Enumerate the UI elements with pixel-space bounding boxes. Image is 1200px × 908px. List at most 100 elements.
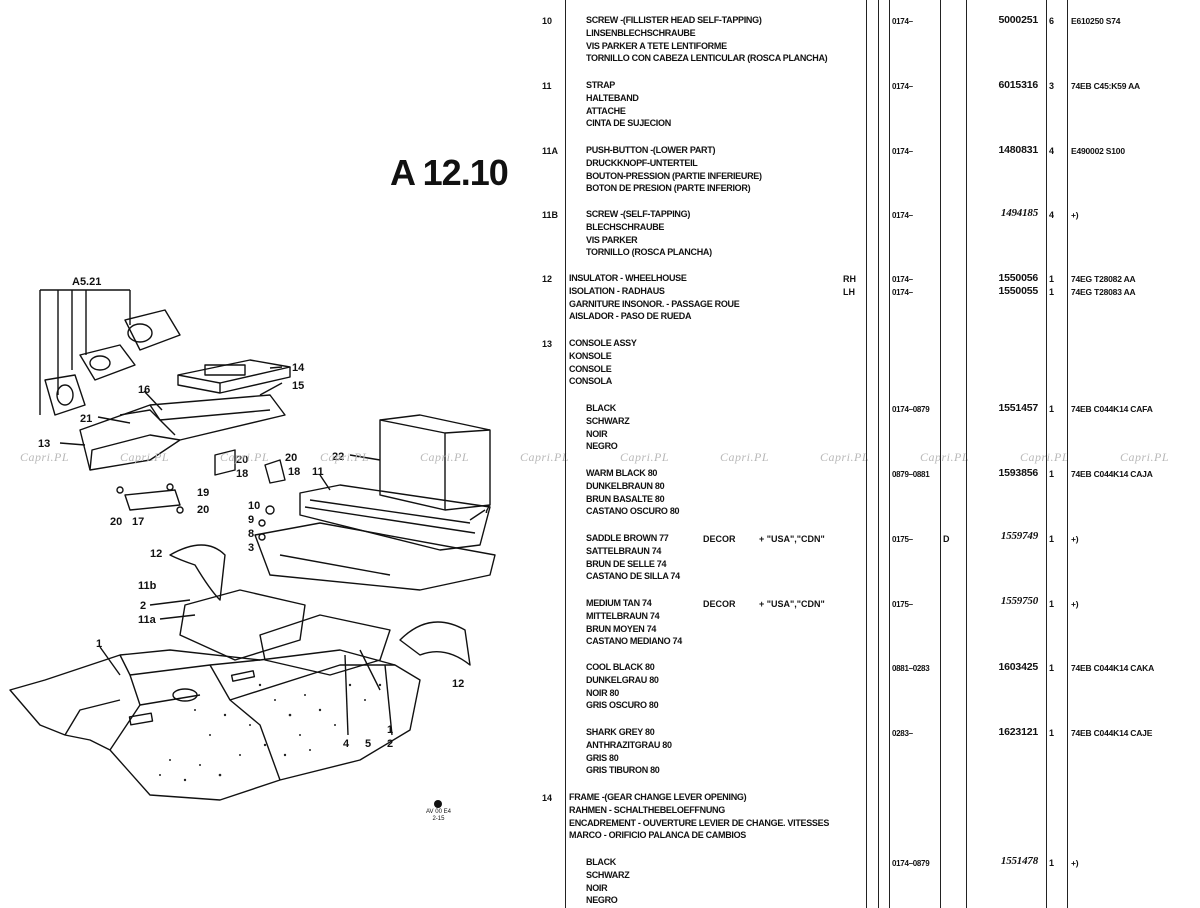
- desc-line: SATTELBRAUN 74: [586, 545, 662, 556]
- desc-line: STRAP: [586, 80, 616, 90]
- desc-line: AISLADOR - PASO DE RUEDA: [569, 311, 692, 322]
- callout-16: 16: [138, 384, 150, 396]
- entry-qty: 1: [1049, 287, 1055, 297]
- entry-year: 0174–0879: [892, 405, 930, 414]
- entry-decor: DECOR: [703, 599, 736, 609]
- entry-qty: 1: [1049, 599, 1055, 609]
- entry-year: 0174–: [892, 147, 913, 156]
- desc-line: DUNKELBRAUN 80: [586, 480, 665, 491]
- callout-2a: 2: [140, 600, 146, 612]
- callout-a5-21: A5.21: [72, 276, 101, 288]
- entry-flag: D: [943, 534, 950, 544]
- entry-year: 0174–: [892, 275, 913, 284]
- desc-line: CASTANO MEDIANO 74: [586, 636, 682, 647]
- entry-year: 0283–: [892, 729, 913, 738]
- entry-code: E610250 S74: [1071, 16, 1121, 26]
- desc-line: GRIS OSCURO 80: [586, 700, 659, 711]
- desc-line: VIS PARKER A TETE LENTIFORME: [586, 40, 727, 51]
- desc-line: GRIS TIBURON 80: [586, 765, 660, 776]
- desc-line: KONSOLE: [569, 350, 612, 361]
- desc-line: BRUN MOYEN 74: [586, 623, 657, 634]
- desc-line: PUSH-BUTTON -(LOWER PART): [586, 145, 716, 155]
- desc-line: CASTANO OSCURO 80: [586, 506, 680, 517]
- desc-line: WARM BLACK 80: [586, 468, 658, 478]
- desc-line: MEDIUM TAN 74: [586, 598, 652, 608]
- entry-market: + "USA","CDN": [759, 534, 825, 544]
- entry-description: PUSH-BUTTON -(LOWER PART)DRUCKKNOPF-UNTE…: [586, 144, 762, 195]
- callout-7: 7: [484, 504, 490, 516]
- desc-line: VIS PARKER: [586, 234, 638, 245]
- desc-line: SCREW -(SELF-TAPPING): [586, 209, 691, 219]
- diagram-footer-line2: 2-15: [432, 816, 445, 822]
- desc-line: INSULATOR - WHEELHOUSE: [569, 273, 687, 283]
- desc-line: NOIR: [586, 428, 608, 439]
- diagram-footer-line1: AV 00 E4: [426, 809, 451, 815]
- entry-qty: 3: [1049, 81, 1055, 91]
- callout-8: 8: [248, 528, 254, 540]
- desc-line: BOUTON-PRESSION (PARTIE INFERIEURE): [586, 170, 762, 181]
- entry-code: 74EB C044K14 CAJE: [1071, 728, 1153, 738]
- entry-year: 0174–0879: [892, 859, 930, 868]
- entry-code: +): [1071, 858, 1079, 868]
- entry-year: 0174–: [892, 17, 913, 26]
- desc-line: CINTA DE SUJECION: [586, 118, 671, 129]
- entry-part-number: 1559749: [1000, 530, 1038, 542]
- callout-20d: 20: [197, 504, 209, 516]
- entry-qty: 1: [1049, 534, 1055, 544]
- entry-year: 0174–: [892, 82, 913, 91]
- entry-position: 11: [542, 81, 552, 91]
- callout-20a: 20: [236, 454, 248, 466]
- entry-description: SCREW -(FILLISTER HEAD SELF-TAPPING) LINS…: [586, 14, 828, 65]
- column-rule: [1046, 0, 1047, 908]
- entry-code: E490002 S100: [1071, 146, 1125, 156]
- entry-decor: DECOR: [703, 534, 736, 544]
- entry-side-lh: LH: [843, 287, 855, 297]
- entry-part-number: 1623121: [998, 726, 1039, 738]
- desc-line: SCREW -(FILLISTER HEAD SELF-TAPPING): [586, 15, 762, 25]
- entry-qty: 1: [1049, 728, 1055, 738]
- desc-line: LINSENBLECHSCHRAUBE: [586, 27, 696, 38]
- column-rule: [1067, 0, 1068, 908]
- desc-line: CONSOLA: [569, 376, 612, 387]
- callout-4: 4: [343, 738, 350, 750]
- entry-qty: 6: [1049, 16, 1055, 26]
- column-rule: [889, 0, 890, 908]
- desc-line: TORNILLO (ROSCA PLANCHA): [586, 247, 712, 258]
- desc-line: BLACK: [586, 403, 616, 413]
- entry-position: 10: [542, 16, 553, 26]
- callout-19: 19: [197, 487, 209, 499]
- entry-part-number: 1550056: [998, 272, 1039, 284]
- desc-line: NEGRO: [586, 895, 618, 906]
- desc-line: BRUN BASALTE 80: [586, 493, 665, 504]
- callout-3: 3: [248, 542, 254, 554]
- callout-5: 5: [365, 738, 371, 750]
- watermark: Capri.PL: [920, 450, 970, 464]
- entry-position: 12: [542, 274, 553, 284]
- callout-11b: 11b: [138, 580, 157, 592]
- entry-year: 0175–: [892, 600, 913, 609]
- entry-part-number: 1480831: [998, 144, 1039, 156]
- entry-year: 0174–: [892, 288, 913, 297]
- entry-description: WARM BLACK 80 DUNKELBRAUN 80 BRUN BASALTE …: [586, 467, 680, 518]
- desc-line: RAHMEN - SCHALTHEBELOEFFNUNG: [569, 804, 725, 815]
- callout-1b: 1: [387, 724, 393, 736]
- desc-line: NOIR 80: [586, 687, 619, 698]
- entry-qty: 1: [1049, 858, 1055, 868]
- desc-line: ISOLATION - RADHAUS: [569, 285, 665, 296]
- entry-description: INSULATOR - WHEELHOUSE ISOLATION - RADHAU…: [569, 272, 740, 323]
- callout-14: 14: [292, 362, 305, 374]
- entry-part-number: 1550055: [998, 285, 1039, 297]
- entry-position: 11A: [542, 146, 559, 156]
- desc-line: GRIS 80: [586, 752, 619, 763]
- desc-line: SADDLE BROWN 77: [586, 533, 669, 543]
- watermark: Capri.PL: [820, 450, 870, 464]
- page-title: A 12.10: [390, 152, 509, 193]
- entry-part-number: 1551457: [998, 402, 1039, 414]
- desc-line: ATTACHE: [586, 105, 626, 116]
- callout-20b: 20: [285, 452, 297, 464]
- column-rule: [966, 0, 967, 908]
- entry-part-number: 1494185: [1000, 207, 1038, 219]
- entry-qty: 4: [1049, 146, 1055, 156]
